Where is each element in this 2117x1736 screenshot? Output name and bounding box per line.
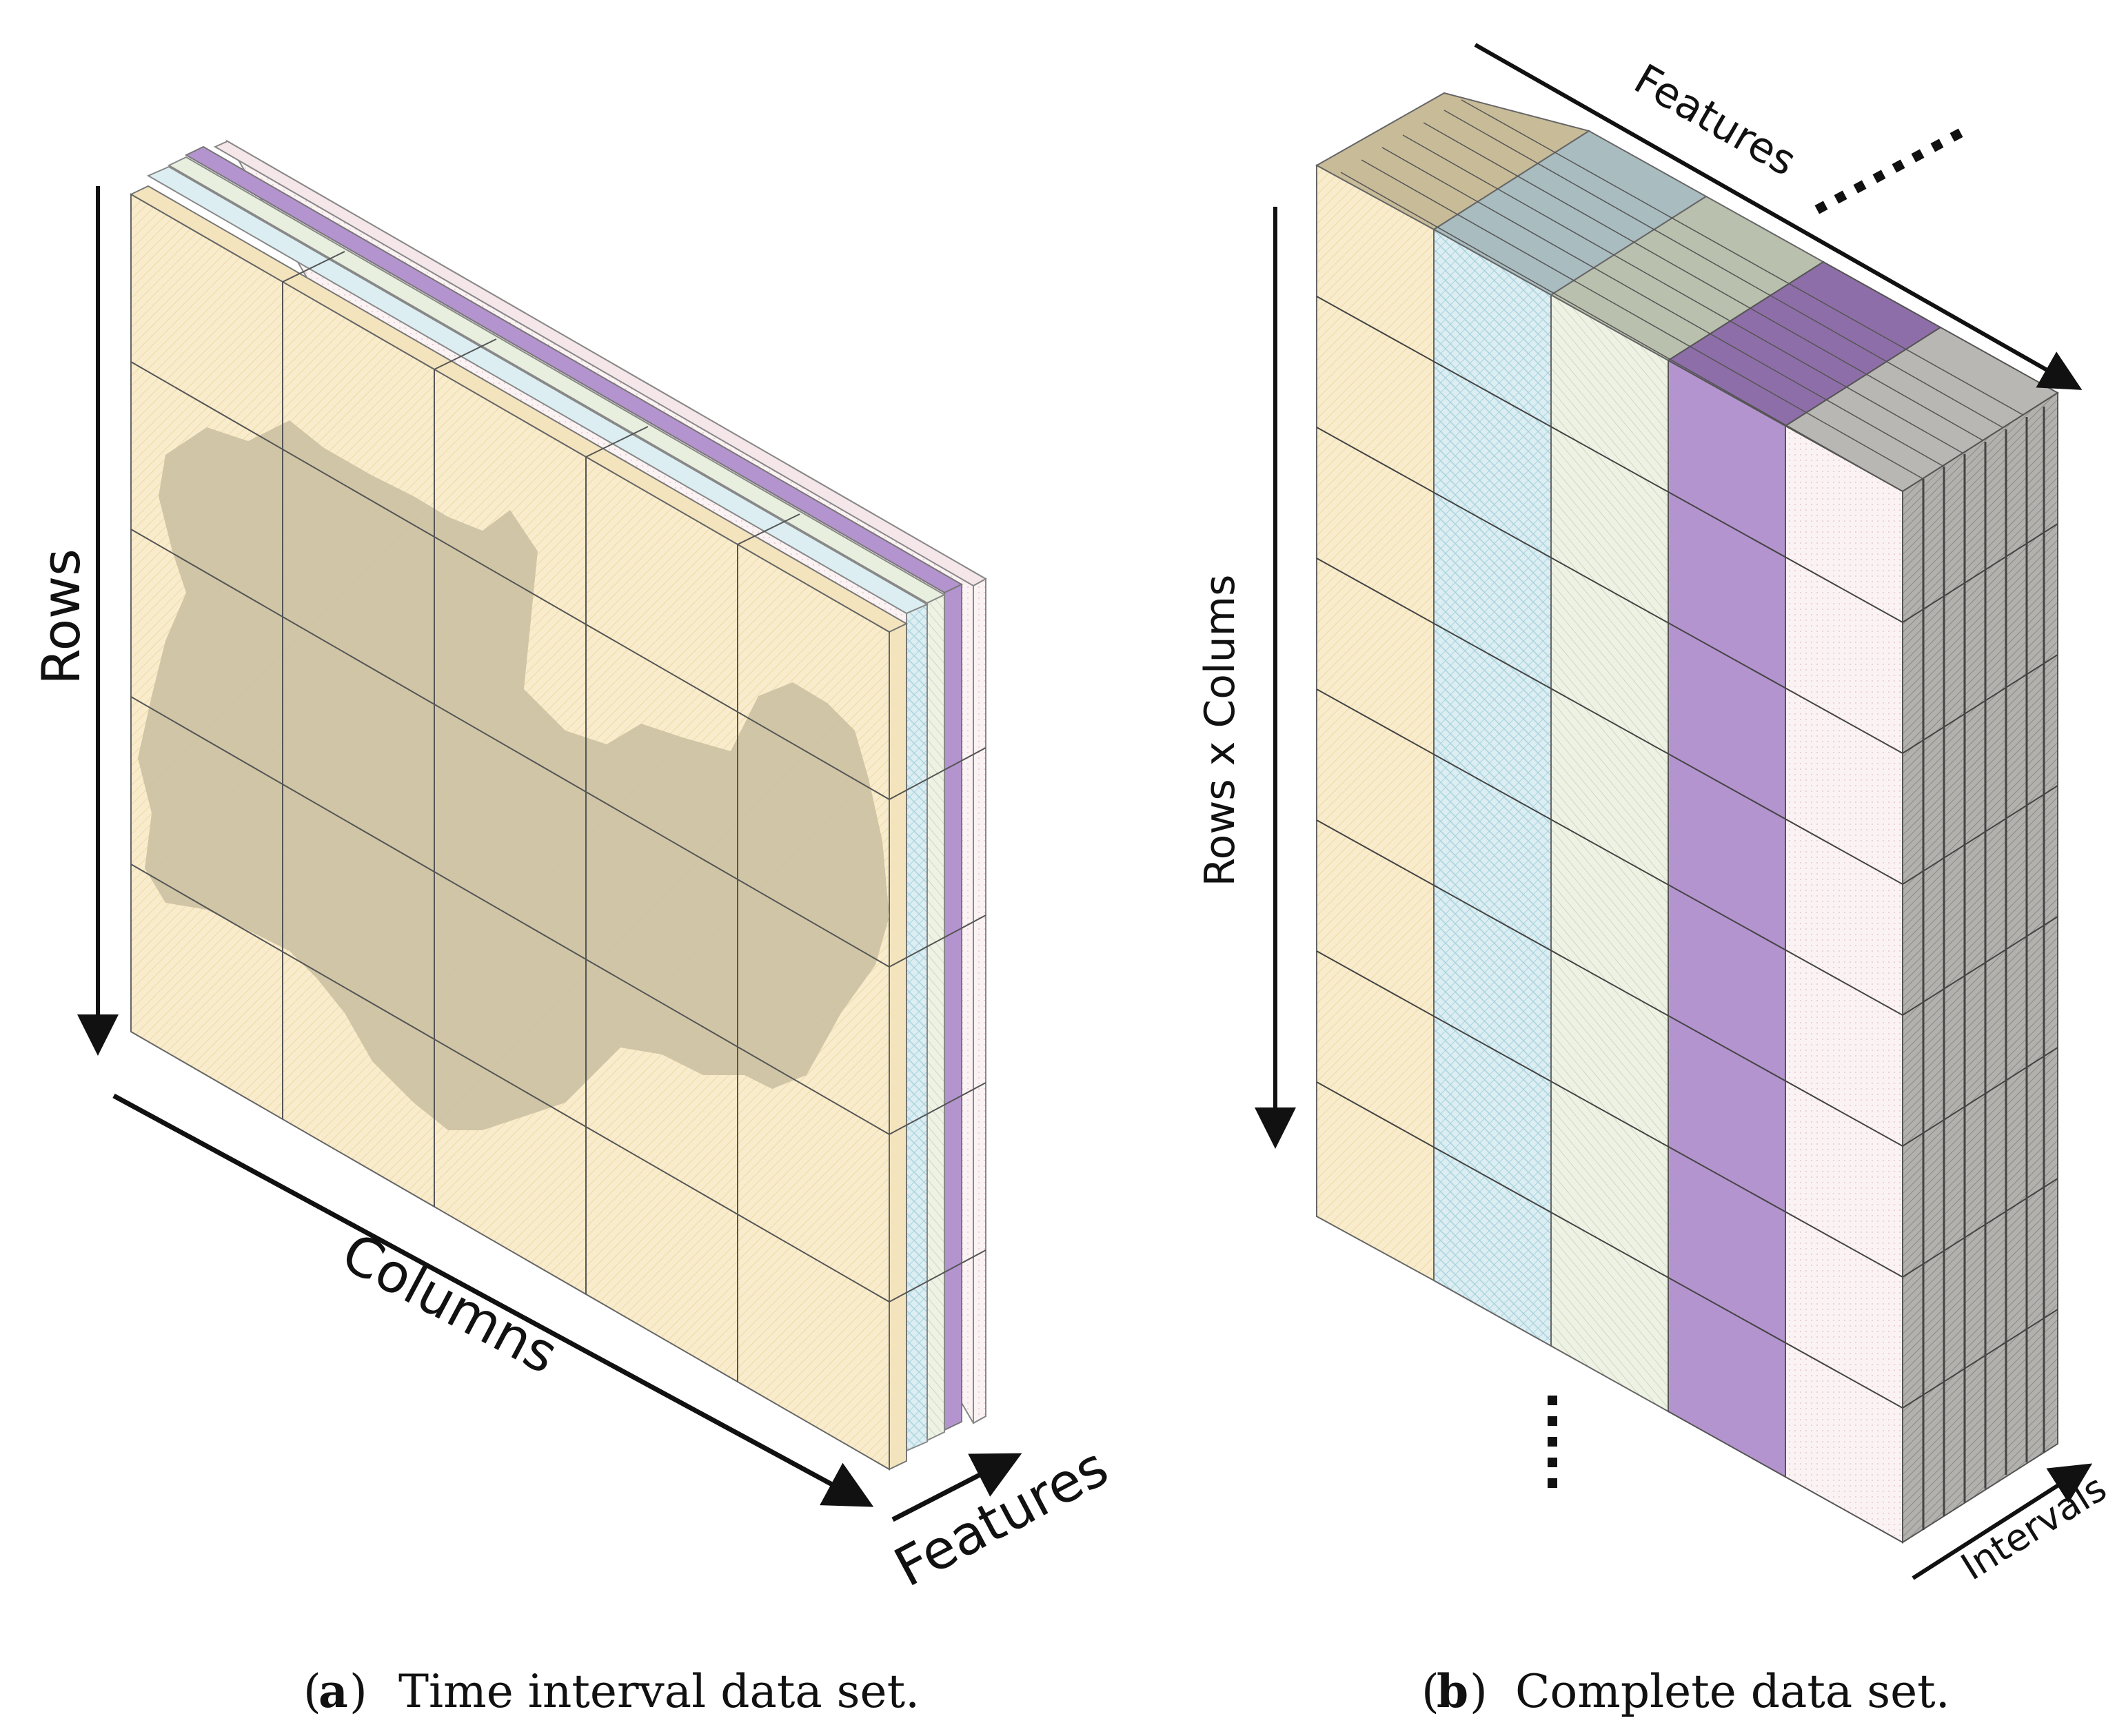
top-stripes (1340, 99, 2027, 492)
panel-a: Rows Columns Features (30, 139, 1118, 1600)
caption-b: ( b ) Complete data set. (1421, 1664, 1950, 1718)
svg-text:(: ( (303, 1665, 321, 1718)
caption-a: ( a ) Time interval data set. (303, 1664, 920, 1718)
features-label-a: Features (885, 1436, 1118, 1600)
rows-columns-label: Rows x Colums (1196, 575, 1244, 887)
svg-text:(: ( (1421, 1665, 1439, 1718)
feature-layer-blue (146, 165, 929, 1452)
yellow-layer-side (889, 622, 907, 1471)
side-stripes (1922, 407, 2045, 1530)
terrain-map (138, 420, 889, 1130)
front-grid (130, 282, 890, 1382)
caption-b-text: Complete data set. (1515, 1665, 1950, 1718)
row-grid-side (1902, 523, 2058, 1409)
rows-ellipsis (1548, 1396, 1557, 1488)
features-arrow-b (1474, 43, 2083, 390)
columns-arrow (112, 1093, 874, 1507)
caption-a-letter: a (318, 1664, 348, 1718)
side-grid (889, 747, 986, 1303)
panel-b: Features Rows x Colums Intervals (1196, 43, 2114, 1589)
yellow-column (1316, 164, 1435, 1282)
green-column (1550, 294, 1669, 1413)
svg-text:): ) (1470, 1665, 1488, 1718)
svg-text:): ) (350, 1665, 367, 1718)
interval-stack-side (1902, 391, 2058, 1544)
features-arrow-a (891, 1453, 1022, 1522)
row-grid (1316, 296, 1903, 1409)
top-grid (282, 251, 800, 545)
intervals-arrow (1912, 1463, 2093, 1580)
features-ellipsis (1814, 128, 1963, 214)
feature-layer-green (167, 156, 946, 1442)
caption-b-letter: b (1437, 1664, 1468, 1718)
caption-a-text: Time interval data set. (398, 1665, 920, 1718)
rows-label: Rows (30, 549, 92, 685)
